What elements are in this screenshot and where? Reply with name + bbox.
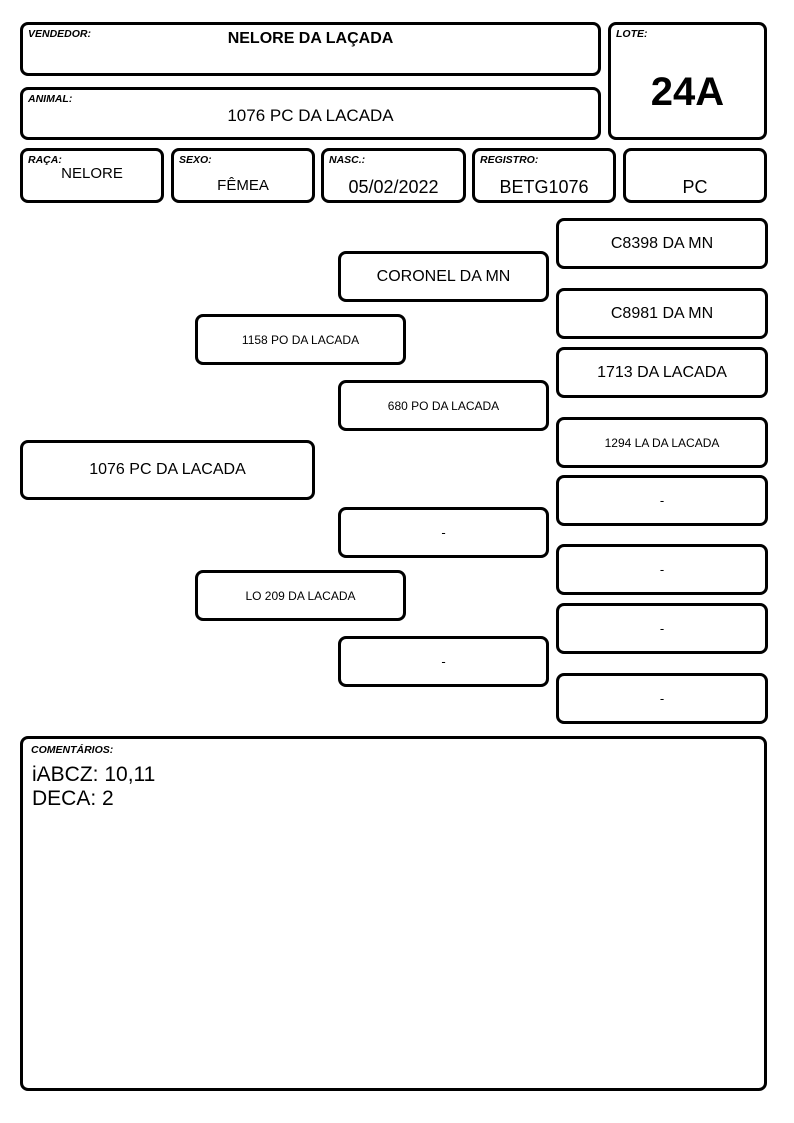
animal-label: ANIMAL: bbox=[28, 93, 73, 105]
lote-label: LOTE: bbox=[616, 28, 648, 40]
comment-line: DECA: 2 bbox=[32, 787, 114, 810]
lote-box: LOTE: 24A bbox=[608, 22, 767, 140]
comments-label: COMENTÁRIOS: bbox=[31, 744, 114, 756]
lote-value: 24A bbox=[650, 70, 725, 114]
nasc-box: NASC.: 05/02/2022 bbox=[321, 148, 466, 203]
nasc-label: NASC.: bbox=[329, 154, 366, 166]
raca-value: NELORE bbox=[61, 165, 123, 182]
pedigree-animal: 1076 PC DA LACADA bbox=[20, 440, 315, 500]
pedigree-sire: 1158 PO DA LACADA bbox=[195, 314, 406, 365]
categoria-box: PC bbox=[623, 148, 767, 203]
pedigree-ggp-7: - bbox=[556, 603, 768, 654]
registro-box: REGISTRO: BETG1076 bbox=[472, 148, 616, 203]
pedigree-ggp-8: - bbox=[556, 673, 768, 724]
pedigree-sire-dam: 680 PO DA LACADA bbox=[338, 380, 549, 431]
pedigree-dam-dam: - bbox=[338, 636, 549, 687]
registro-label: REGISTRO: bbox=[480, 154, 539, 166]
pedigree-ggp-3: 1713 DA LACADA bbox=[556, 347, 768, 398]
pedigree-dam: LO 209 DA LACADA bbox=[195, 570, 406, 621]
animal-value: 1076 PC DA LACADA bbox=[227, 106, 394, 125]
sexo-box: SEXO: FÊMEA bbox=[171, 148, 315, 203]
vendedor-value: NELORE DA LAÇADA bbox=[227, 30, 394, 47]
pedigree-dam-sire: - bbox=[338, 507, 549, 558]
pedigree-ggp-2: C8981 DA MN bbox=[556, 288, 768, 339]
comments-text: iABCZ: 10,11 DECA: 2 bbox=[32, 763, 155, 811]
raca-box: RAÇA: NELORE bbox=[20, 148, 164, 203]
vendedor-label: VENDEDOR: bbox=[28, 28, 92, 40]
comment-line: iABCZ: 10,11 bbox=[32, 763, 156, 786]
sexo-label: SEXO: bbox=[179, 154, 212, 166]
comments-box: COMENTÁRIOS: iABCZ: 10,11 DECA: 2 bbox=[20, 736, 767, 1091]
vendedor-box: VENDEDOR: NELORE DA LAÇADA bbox=[20, 22, 601, 76]
categoria-value: PC bbox=[682, 177, 708, 197]
sexo-value: FÊMEA bbox=[217, 177, 269, 194]
pedigree-ggp-5: - bbox=[556, 475, 768, 526]
pedigree-sire-sire: CORONEL DA MN bbox=[338, 251, 549, 302]
pedigree-ggp-1: C8398 DA MN bbox=[556, 218, 768, 269]
registro-value: BETG1076 bbox=[499, 177, 589, 197]
pedigree-ggp-6: - bbox=[556, 544, 768, 595]
pedigree-ggp-4: 1294 LA DA LACADA bbox=[556, 417, 768, 468]
raca-label: RAÇA: bbox=[28, 154, 62, 166]
nasc-value: 05/02/2022 bbox=[348, 177, 439, 197]
animal-box: ANIMAL: 1076 PC DA LACADA bbox=[20, 87, 601, 140]
